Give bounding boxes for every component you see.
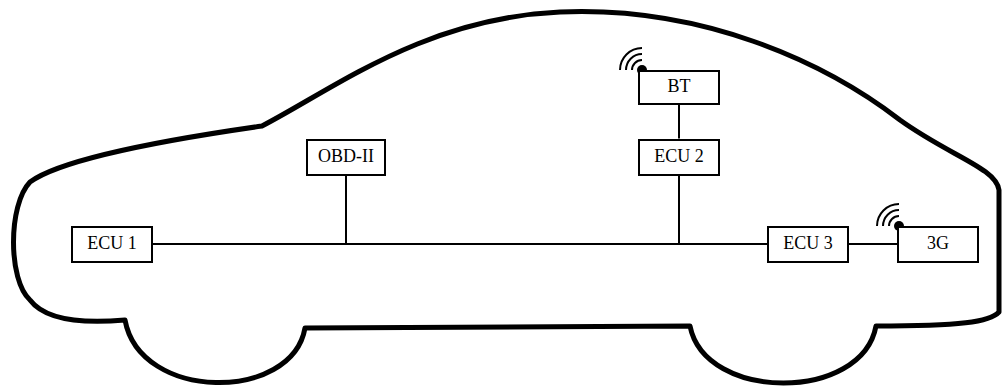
antenna-wave [877, 204, 899, 226]
box-label: ECU 2 [654, 147, 704, 167]
box-label: 3G [927, 234, 949, 254]
antenna-wave [883, 210, 899, 226]
ecu-box: ECU 3 [767, 226, 849, 263]
box-label: BT [667, 77, 690, 97]
bus-line [678, 105, 680, 139]
antenna-wave [626, 54, 642, 70]
bus-line [679, 176, 767, 245]
box-label: ECU 3 [783, 234, 833, 254]
box-label: OBD-II [318, 147, 374, 167]
bus-line [153, 176, 346, 245]
box-label: ECU 1 [87, 234, 137, 254]
ecu-box: ECU 1 [71, 226, 153, 263]
car-outline [14, 12, 1000, 383]
antenna-wave [620, 48, 642, 70]
bus-line [849, 243, 897, 245]
ecu-box: OBD-II [306, 139, 386, 176]
antenna-wave [889, 216, 899, 226]
ecu-box: 3G [897, 226, 979, 263]
ecu-box: BT [638, 70, 720, 105]
antenna-wave [632, 60, 642, 70]
ecu-box: ECU 2 [638, 139, 720, 176]
